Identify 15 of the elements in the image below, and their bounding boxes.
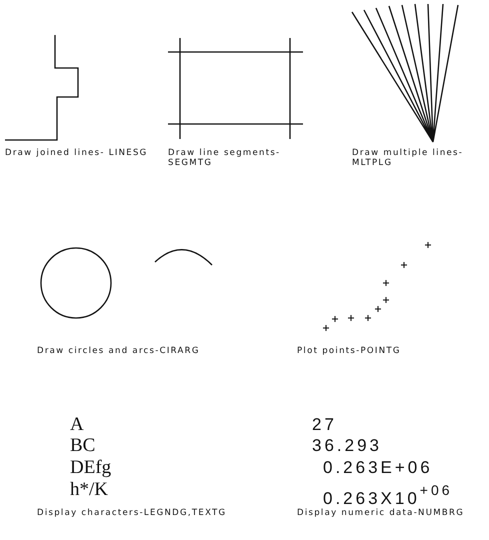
sample-number: 36.293 [312, 436, 382, 456]
sample-number: 0.263E+06 [323, 458, 433, 478]
sample-text: h*/K [70, 480, 108, 500]
sample-text: A [70, 415, 84, 435]
caption: Draw multiple lines- MLTPLG [352, 148, 464, 168]
caption: Draw joined lines- LINESG [5, 148, 149, 158]
sample-text: DEfg [70, 458, 112, 478]
caption: Draw line segments- SEGMTG [168, 148, 282, 168]
sample-text: BC [70, 436, 96, 456]
sample-number: 0.263X10$^{+06}$ [323, 481, 453, 508]
caption: Display numeric data-NUMBRG [297, 508, 466, 518]
caption: Display characters-LEGNDG,TEXTG [37, 508, 228, 518]
sample-number: 27 [312, 415, 337, 435]
caption: Draw circles and arcs-CIRARG [37, 346, 201, 356]
caption: Plot points-POINTG [297, 346, 402, 356]
